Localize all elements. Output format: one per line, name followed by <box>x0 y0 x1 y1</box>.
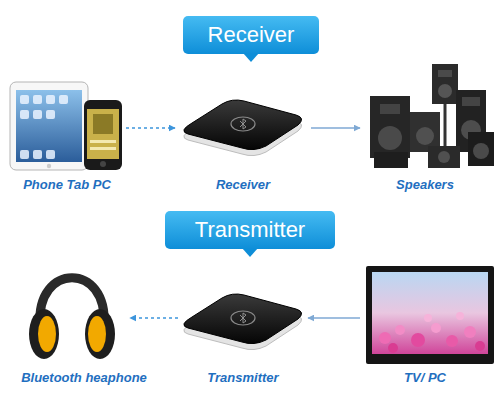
speaker-cone <box>378 126 402 150</box>
banner-title: Transmitter <box>165 211 335 249</box>
speaker-stack <box>370 64 494 168</box>
speaker-horn <box>380 104 400 114</box>
speaker-horn <box>462 97 480 106</box>
flower <box>431 323 441 333</box>
app-icon <box>46 150 55 159</box>
app-icon <box>33 110 42 119</box>
speaker-cabinet <box>370 96 410 158</box>
phone-screen <box>87 109 119 159</box>
home-button <box>47 164 51 168</box>
transmitter-device <box>184 294 302 350</box>
app-icon <box>46 110 55 119</box>
app-icon <box>20 95 29 104</box>
speaker-cone <box>473 143 489 159</box>
tv-screen <box>372 272 488 354</box>
bluetooth-link <box>126 127 175 129</box>
device-node: Receiver <box>175 92 311 193</box>
speaker-cabinet <box>432 64 458 104</box>
flower <box>395 325 405 335</box>
tablet-screen <box>16 90 82 162</box>
flower <box>446 335 458 347</box>
tv-frame <box>366 266 494 364</box>
callout-banner: Transmitter <box>165 211 335 257</box>
home-button <box>100 161 106 167</box>
cable-link <box>311 127 360 129</box>
app-icon <box>46 95 55 104</box>
device-node: Phone Tab PC <box>8 78 126 193</box>
speaker-cone <box>438 151 450 163</box>
device-node: Bluetooth heaphone <box>38 262 130 386</box>
speaker-cone <box>416 127 434 145</box>
bluetooth-link <box>130 317 178 319</box>
speaker-cabinet <box>428 146 460 168</box>
device-node: Speakers <box>360 60 490 193</box>
ear-pad <box>88 316 106 352</box>
flower <box>411 333 425 347</box>
banner-title: Receiver <box>183 16 319 54</box>
phone-album <box>93 114 113 134</box>
cable-link <box>308 317 360 319</box>
tv-drawing <box>366 266 494 364</box>
app-icon <box>20 110 29 119</box>
banner-box <box>183 16 319 54</box>
flower <box>475 341 485 351</box>
app-icon <box>59 95 68 104</box>
speaker-cone <box>438 84 452 98</box>
speaker-horn <box>438 70 452 77</box>
phone-bar <box>90 147 116 150</box>
device-node: TV/ PC <box>360 262 490 386</box>
banner-pointer <box>242 248 258 257</box>
ear-cup <box>29 309 59 359</box>
device-node: Transmitter <box>178 286 308 386</box>
app-icon <box>20 150 29 159</box>
flower <box>424 314 432 322</box>
flower <box>379 332 391 344</box>
phone-frame <box>84 100 122 170</box>
speaker-stand <box>444 100 447 150</box>
flower <box>388 343 398 353</box>
tablet-frame <box>10 82 88 170</box>
flower <box>464 326 476 338</box>
phone-bar <box>90 140 116 143</box>
receiver-device <box>184 100 302 156</box>
tablet-icons <box>20 95 68 159</box>
app-icon <box>33 150 42 159</box>
ear-pad <box>38 316 56 352</box>
device-caption: Transmitter <box>138 370 348 386</box>
callout-banner: Receiver <box>183 16 319 62</box>
headphone-drawing <box>29 278 115 359</box>
device-caption: Bluetooth heaphone <box>0 370 170 386</box>
device-caption: Speakers <box>320 177 500 193</box>
device-caption: Receiver <box>135 177 351 193</box>
banner-box <box>165 211 335 249</box>
app-icon <box>33 95 42 104</box>
device-caption: TV/ PC <box>320 370 500 386</box>
flower <box>456 312 464 320</box>
ear-cup <box>85 309 115 359</box>
device-caption: Phone Tab PC <box>0 177 166 193</box>
speaker-cabinet <box>468 132 494 166</box>
banner-pointer <box>243 53 259 62</box>
speaker-cabinet <box>374 152 408 168</box>
